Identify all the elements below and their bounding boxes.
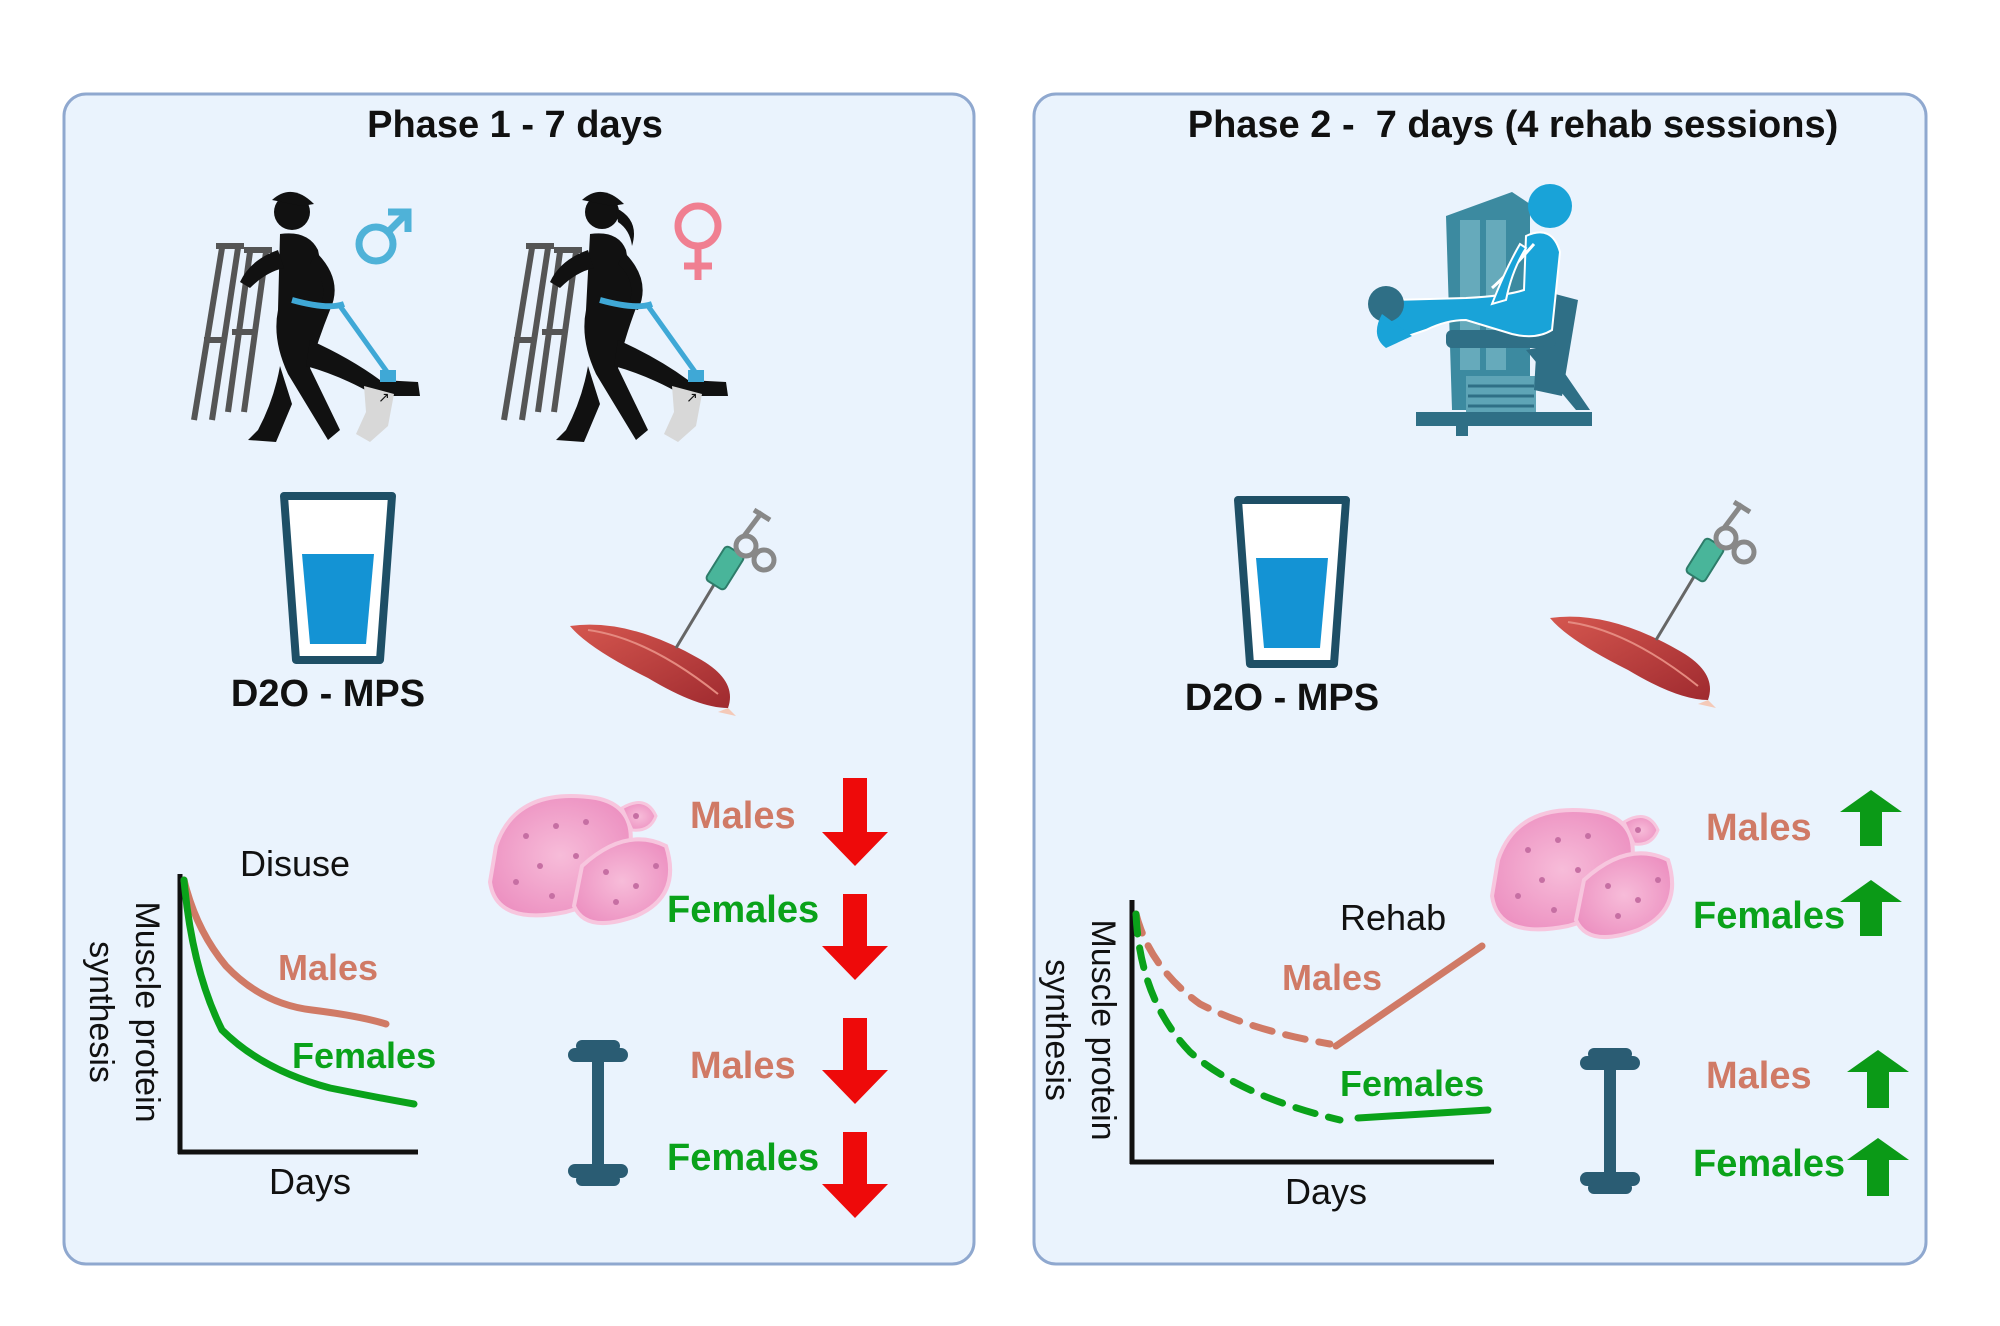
phase1-graph-y-label-line2: synthesis: [82, 941, 120, 1083]
phase1-strength-male-down-arrow-icon: [822, 1018, 888, 1104]
phase1-tissue-female-label: Females: [667, 889, 819, 931]
muscle-biopsy-icon: [1550, 499, 1757, 708]
phase2-graph-female-label: Females: [1340, 1063, 1484, 1104]
phase1-strength-female-label: Females: [667, 1137, 819, 1179]
phase1-title: Phase 1 - 7 days: [367, 104, 663, 146]
dumbbell-icon: [568, 1040, 628, 1186]
male-runner-crutches-icon: ↗: [191, 191, 420, 442]
phase1-panel: Phase 1 - 7 days: [62, 92, 976, 1266]
phase1-male-curve: [180, 876, 390, 1028]
phase2-graph-x-label: Days: [1285, 1171, 1367, 1212]
muscle-tissue-icon: [1489, 808, 1675, 939]
phase2-graph-male-label: Males: [1282, 957, 1382, 998]
phase1-strength-male-label: Males: [690, 1045, 796, 1087]
phase1-graph-female-label: Females: [292, 1035, 436, 1076]
phase1-panel-box: [62, 92, 976, 1266]
dumbbell-icon: [1580, 1048, 1640, 1194]
phase2-male-rehab-line: [1332, 942, 1486, 1050]
svg-text:↗: ↗: [686, 389, 698, 405]
male-symbol-icon: [355, 208, 412, 265]
female-symbol-icon: [674, 202, 722, 280]
water-glass-icon: [280, 492, 396, 664]
phase1-graph-condition: Disuse: [240, 843, 350, 884]
phase2-graph-condition: Rehab: [1340, 897, 1446, 938]
phase1-graph-x-label: Days: [269, 1161, 351, 1202]
phase1-strength-female-down-arrow-icon: [822, 1132, 888, 1218]
phase1-mps-graph: Disuse Males Females Days Muscle protein…: [82, 843, 436, 1202]
phase2-graph-y-label-line1: Muscle protein: [1084, 919, 1122, 1140]
phase2-strength-female-up-arrow-icon: [1847, 1138, 1909, 1196]
phase2-strength-female-label: Females: [1693, 1143, 1845, 1185]
phase1-tissue-male-label: Males: [690, 795, 796, 837]
phase1-tissue-female-down-arrow-icon: [822, 894, 888, 980]
phase2-male-disuse-curve: [1132, 910, 1334, 1048]
phase1-female-curve: [180, 876, 418, 1108]
phase2-title: Phase 2 - 7 days (4 rehab sessions): [1188, 104, 1839, 146]
phase2-panel: Phase 2 - 7 days (4 rehab sessions): [1032, 92, 1928, 1266]
svg-text:↗: ↗: [378, 389, 390, 405]
phase2-tissue-female-label: Females: [1693, 895, 1845, 937]
phase2-tissue-female-up-arrow-icon: [1840, 880, 1902, 936]
phase2-tissue-male-label: Males: [1706, 807, 1812, 849]
phase1-tracer-label: D2O - MPS: [231, 673, 425, 715]
phase2-mps-graph: Rehab Males Females Days Muscle protein …: [1038, 897, 1494, 1212]
muscle-tissue-icon: [487, 794, 673, 925]
phase2-panel-box: [1032, 92, 1928, 1266]
phase2-graph-y-label-line2: synthesis: [1038, 959, 1076, 1101]
female-runner-crutches-icon: ↗: [501, 191, 728, 442]
leg-extension-machine-icon: [1368, 184, 1592, 436]
phase2-tissue-male-up-arrow-icon: [1840, 790, 1902, 846]
phase2-strength-male-label: Males: [1706, 1055, 1812, 1097]
phase2-female-disuse-curve: [1132, 910, 1344, 1124]
phase1-tissue-male-down-arrow-icon: [822, 778, 888, 866]
phase1-graph-y-label-line1: Muscle protein: [128, 901, 166, 1122]
phase2-female-rehab-line: [1354, 1106, 1492, 1122]
phase1-graph-male-label: Males: [278, 947, 378, 988]
phase2-strength-male-up-arrow-icon: [1847, 1050, 1909, 1108]
phase2-tracer-label: D2O - MPS: [1185, 677, 1379, 719]
water-glass-icon: [1234, 496, 1350, 668]
muscle-biopsy-icon: [570, 507, 777, 716]
